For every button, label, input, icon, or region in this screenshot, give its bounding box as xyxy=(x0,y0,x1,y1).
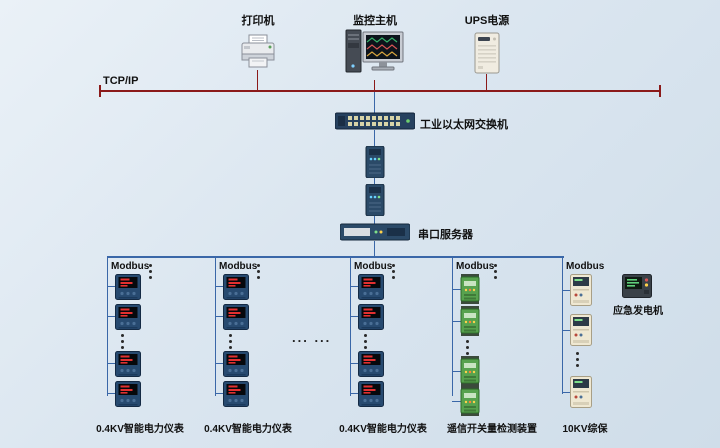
modbus-label-2: Modbus xyxy=(219,261,258,272)
device-stub-line xyxy=(562,330,571,331)
power-meter-icon xyxy=(223,304,249,330)
more-devices-ellipsis-icon xyxy=(257,264,260,279)
power-meter-icon xyxy=(223,351,249,377)
tcpip-label: TCP/IP xyxy=(103,75,139,87)
modbus-label-1: Modbus xyxy=(111,261,150,272)
serial-server-icon xyxy=(340,223,410,241)
more-devices-ellipsis-icon xyxy=(466,340,469,355)
modbus-bus-line-2 xyxy=(215,258,216,396)
power-meter-icon xyxy=(358,351,384,377)
device-stub-line xyxy=(452,321,461,322)
power-meter-icon xyxy=(223,274,249,300)
generator-controller-icon xyxy=(622,274,652,298)
power-meter-icon xyxy=(115,304,141,330)
modbus-bus-line-5 xyxy=(562,258,563,394)
io-module-icon xyxy=(460,386,480,416)
tcpip-bus-left-terminator xyxy=(99,85,101,97)
device-stub-line xyxy=(215,286,224,287)
more-devices-ellipsis-icon xyxy=(364,334,367,349)
bus-label-2: 0.4KV智能电力仪表 xyxy=(204,424,292,435)
serial-server-uplink-line xyxy=(374,216,375,224)
printer-icon xyxy=(238,34,278,70)
io-module-icon xyxy=(460,274,480,304)
io-module-icon xyxy=(460,306,480,336)
device-stub-line xyxy=(350,316,359,317)
power-meter-icon xyxy=(115,381,141,407)
protection-relay-icon xyxy=(570,274,592,306)
printer-drop-line xyxy=(257,70,258,90)
monitor-host-icon xyxy=(345,26,405,80)
bus-label-1: 0.4KV智能电力仪表 xyxy=(96,424,184,435)
device-stub-line xyxy=(452,289,461,290)
fieldbus-trunk-line xyxy=(107,256,564,258)
device-stub-line xyxy=(107,316,116,317)
monitor-drop-line xyxy=(374,80,375,90)
power-meter-icon xyxy=(115,274,141,300)
monitor-host-label: 监控主机 xyxy=(353,15,397,27)
device-stub-line xyxy=(350,393,359,394)
more-devices-ellipsis-icon xyxy=(494,264,497,279)
modbus-bus-line-4 xyxy=(452,258,453,396)
io-module-icon xyxy=(460,356,480,386)
device-stub-line xyxy=(215,363,224,364)
bus-label-5: 10KV综保 xyxy=(562,424,608,435)
device-stub-line xyxy=(107,286,116,287)
ethernet-switch-label: 工业以太网交换机 xyxy=(420,119,508,131)
device-stub-line xyxy=(215,316,224,317)
power-meter-icon xyxy=(358,304,384,330)
converter-uplink-line xyxy=(374,130,375,146)
bus-label-4: 遥信开关量检测装置 xyxy=(447,424,537,435)
power-meter-icon xyxy=(358,381,384,407)
tcpip-bus-right-terminator xyxy=(659,85,661,97)
more-devices-ellipsis-icon xyxy=(149,264,152,279)
ups-icon xyxy=(472,32,502,74)
device-stub-line xyxy=(562,392,571,393)
serial-server-label: 串口服务器 xyxy=(418,229,473,241)
device-stub-line xyxy=(215,393,224,394)
device-stub-line xyxy=(452,401,461,402)
more-devices-ellipsis-icon xyxy=(121,334,124,349)
ups-drop-line xyxy=(486,74,487,90)
switch-uplink-line xyxy=(374,92,375,113)
device-stub-line xyxy=(562,290,571,291)
modbus-bus-line-1 xyxy=(107,258,108,396)
printer-label: 打印机 xyxy=(241,15,275,27)
protection-relay-icon xyxy=(570,314,592,346)
more-devices-ellipsis-icon xyxy=(392,264,395,279)
more-buses-ellipsis: ... ... xyxy=(292,330,332,345)
bus-label-3: 0.4KV智能电力仪表 xyxy=(339,424,427,435)
power-meter-icon xyxy=(115,351,141,377)
ups-label: UPS电源 xyxy=(464,15,510,27)
device-stub-line xyxy=(107,393,116,394)
more-devices-ellipsis-icon xyxy=(576,352,579,367)
modbus-label-5: Modbus xyxy=(566,261,605,272)
converter-link-line xyxy=(374,178,375,184)
media-converter-icon xyxy=(364,146,386,178)
ethernet-switch-icon xyxy=(335,112,415,130)
modbus-label-4: Modbus xyxy=(456,261,495,272)
device-stub-line xyxy=(350,363,359,364)
more-devices-ellipsis-icon xyxy=(229,334,232,349)
device-stub-line xyxy=(107,363,116,364)
media-converter-icon xyxy=(364,184,386,216)
tcpip-bus-line xyxy=(100,90,660,92)
power-meter-icon xyxy=(223,381,249,407)
modbus-label-3: Modbus xyxy=(354,261,393,272)
protection-relay-icon xyxy=(570,376,592,408)
generator-label: 应急发电机 xyxy=(613,306,663,317)
device-stub-line xyxy=(452,371,461,372)
fieldbus-uplink-line xyxy=(374,241,375,256)
power-meter-icon xyxy=(358,274,384,300)
device-stub-line xyxy=(350,286,359,287)
modbus-bus-line-3 xyxy=(350,258,351,396)
